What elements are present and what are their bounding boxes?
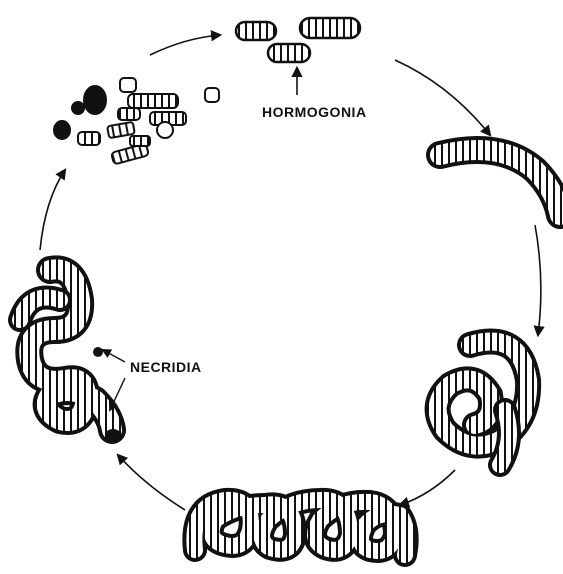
arrow-coil-to-mat: [400, 470, 455, 505]
necridium-cell: [105, 429, 121, 441]
arrow-necridia-to-fragments: [40, 170, 65, 250]
dead-cell: [72, 102, 84, 114]
fragmented-filament-cluster: [54, 78, 219, 164]
fragment: [78, 132, 100, 145]
arrow-filament-to-coil: [535, 225, 541, 335]
hormogonium: [300, 18, 360, 38]
hormogonium: [268, 44, 310, 62]
growing-filament: [440, 150, 560, 215]
filament-with-necridia: [20, 269, 121, 441]
dead-cell: [84, 86, 106, 114]
fragment: [130, 136, 150, 146]
arrow-hormogonia-to-filament: [395, 60, 490, 135]
fragment: [120, 78, 136, 92]
hormogonia-label: HORMOGONIA: [262, 104, 367, 120]
coiling-filament: [438, 342, 529, 465]
arrow-mat-to-necridia-filament: [118, 455, 185, 510]
hormogonia-group: [236, 18, 360, 62]
hormogonium: [236, 22, 276, 40]
fragment: [128, 94, 178, 108]
dead-cell: [54, 121, 70, 139]
fragment: [205, 88, 219, 102]
necridia-label: NECRIDIA: [130, 359, 202, 375]
arrow-fragments-to-hormogonia: [150, 35, 220, 55]
mature-coiled-mat: [194, 500, 406, 555]
fragment: [118, 108, 140, 120]
fragment: [157, 122, 173, 138]
necridium-cell: [93, 347, 103, 357]
